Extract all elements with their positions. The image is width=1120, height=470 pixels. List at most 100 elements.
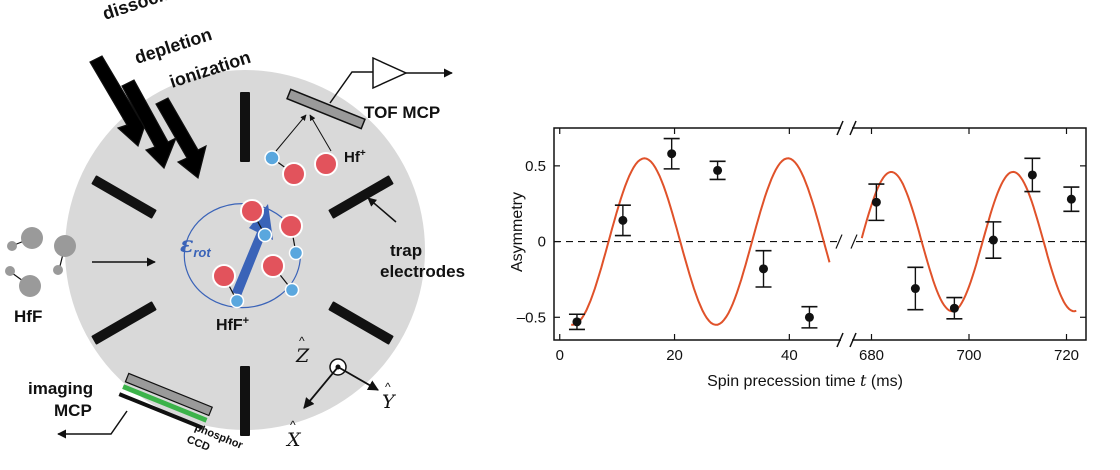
data-marker [572, 317, 582, 327]
electrode-bottom [240, 366, 250, 436]
fit-curve-segment-1 [571, 157, 831, 326]
tof-mcp-label: TOF MCP [364, 103, 440, 122]
fit-curve-segment-2 [860, 170, 1077, 313]
trap-electrode-pointer [367, 197, 397, 223]
neutral-molecule-1 [21, 227, 43, 249]
y-tick-label: 0.5 [525, 158, 546, 175]
e-rot-field-arrow [232, 204, 273, 296]
trap-electrodes [91, 92, 394, 436]
y-hat: ^ [385, 380, 391, 394]
neutral-molecule-3 [19, 275, 41, 297]
x-hat: ^ [290, 418, 296, 432]
data-marker [949, 303, 959, 313]
axis-break-mark [836, 120, 844, 136]
data-marker [759, 264, 769, 274]
neutral-hff-molecules: HfF [5, 227, 156, 326]
mcp-label: MCP [54, 401, 92, 420]
imaging-mcp-plate [124, 372, 214, 417]
ion-path-arrow-1 [275, 114, 307, 152]
hf-plus-atom [314, 152, 338, 176]
data-point [755, 249, 772, 288]
zero-line-break-mark [835, 234, 843, 249]
data-point [568, 313, 585, 331]
plot-frame [553, 120, 1087, 348]
imaging-label: imaging [28, 379, 93, 398]
data-marker [988, 235, 998, 245]
ionization-beam-arrow [155, 97, 207, 180]
data-point [709, 160, 726, 181]
y-axis-label: Y [382, 391, 397, 413]
axis-break-mark [849, 120, 857, 136]
x-tick-label: 680 [859, 347, 884, 364]
ion-path-arrow-2 [309, 114, 332, 152]
electrode-top-left [91, 175, 157, 219]
data-marker [1066, 194, 1076, 204]
y-axis-arrow [337, 366, 379, 391]
data-point [907, 266, 924, 311]
data-point [614, 204, 631, 237]
data-point [663, 137, 680, 170]
z-hat: ^ [299, 334, 305, 348]
data-point [1024, 157, 1041, 193]
rotating-field-region: εrot HfF+ [180, 199, 304, 334]
data-point [946, 296, 963, 320]
axes-frame-left [553, 127, 841, 341]
x-tick-label: 700 [956, 347, 981, 364]
z-axis-label: Z [295, 345, 310, 367]
hf-plus-hf-atom [282, 162, 306, 186]
axis-break-mark [849, 332, 857, 348]
dissociation-beam-arrow [89, 55, 150, 148]
hf-plus-ion: Hf+ [264, 148, 366, 186]
hff-label: HfF [14, 307, 42, 326]
x-tick-label: 720 [1054, 347, 1079, 364]
data-marker [910, 284, 920, 294]
electrode-bottom-left [91, 301, 157, 345]
neutral-molecule-2 [54, 235, 76, 257]
amplifier-icon [372, 56, 408, 90]
x-tick-label: 40 [781, 347, 798, 364]
trap-label: trap [390, 241, 422, 260]
electrodes-label: electrodes [380, 262, 465, 281]
tof-mcp-signal-wire [329, 71, 373, 104]
laser-beams [89, 55, 207, 180]
dissociation-label: dissociation [100, 0, 206, 24]
data-marker [804, 312, 814, 322]
x-axis-arrow [303, 366, 339, 409]
electrode-top-right [328, 175, 394, 219]
hff-plus-molecule-4 [212, 264, 236, 288]
electrode-top [240, 92, 250, 162]
coordinate-axes: Z Y X ^ ^ ^ [285, 334, 397, 451]
data-marker [871, 197, 881, 207]
hff-plus-label: HfF+ [216, 315, 249, 334]
imaging-signal-wire [57, 410, 128, 439]
ccd-layer [118, 392, 204, 430]
data-marker [713, 165, 723, 175]
phosphor-layer [122, 384, 208, 423]
data-point [985, 221, 1002, 260]
ion-trap-schematic: dissociation depletion ionization TOF MC… [5, 0, 465, 454]
hf-plus-label: Hf+ [344, 148, 366, 166]
tof-mcp-plate [286, 88, 366, 130]
hff-plus-molecule-3 [261, 254, 285, 278]
axis-break-mark [836, 332, 844, 348]
x-tick-label: 0 [556, 347, 564, 364]
data-marker [1027, 170, 1037, 180]
y-tick-label: 0 [538, 234, 546, 251]
x-axis-label: X [285, 429, 302, 451]
y-axis-title: Asymmetry [509, 192, 526, 272]
fit-curves [571, 157, 1077, 326]
data-marker [618, 215, 628, 225]
data-points [568, 137, 1080, 331]
hff-plus-molecule-1 [240, 199, 264, 223]
tof-mcp-detector: TOF MCP [275, 56, 453, 152]
hf-plus-f-atom [264, 150, 280, 166]
electrode-bottom-right [328, 301, 394, 345]
data-marker [667, 149, 677, 159]
depletion-beam-arrow [121, 79, 178, 170]
x-tick-label: 20 [666, 347, 683, 364]
data-point [801, 305, 818, 329]
axes-frame-right [852, 127, 1087, 341]
